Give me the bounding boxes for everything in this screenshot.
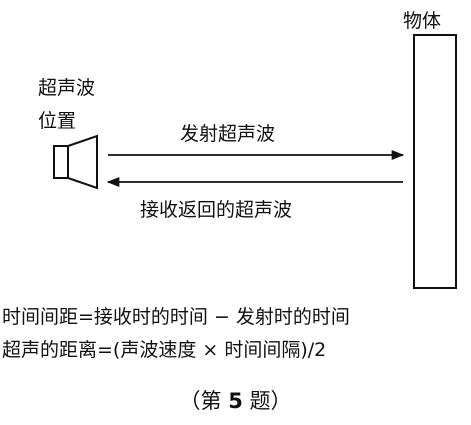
object-label: 物体: [403, 10, 441, 32]
question-number-value: 5: [228, 389, 243, 413]
speaker-icon: [53, 134, 98, 190]
question-number: （第 5 题）: [0, 388, 471, 414]
emitted-label: 发射超声波: [180, 123, 275, 145]
received-label: 接收返回的超声波: [140, 199, 292, 221]
source-label-line1: 超声波: [38, 77, 95, 99]
object-wall: [413, 34, 457, 289]
distance-formula: 超声的距离=(声波速度 × 时间间隔)/2: [2, 339, 327, 361]
question-open: （第: [179, 389, 229, 413]
time-interval-formula: 时间间距=接收时的时间 − 发射时的时间: [2, 306, 350, 328]
question-close: 题）: [242, 389, 292, 413]
source-label-line2: 位置: [38, 110, 76, 132]
